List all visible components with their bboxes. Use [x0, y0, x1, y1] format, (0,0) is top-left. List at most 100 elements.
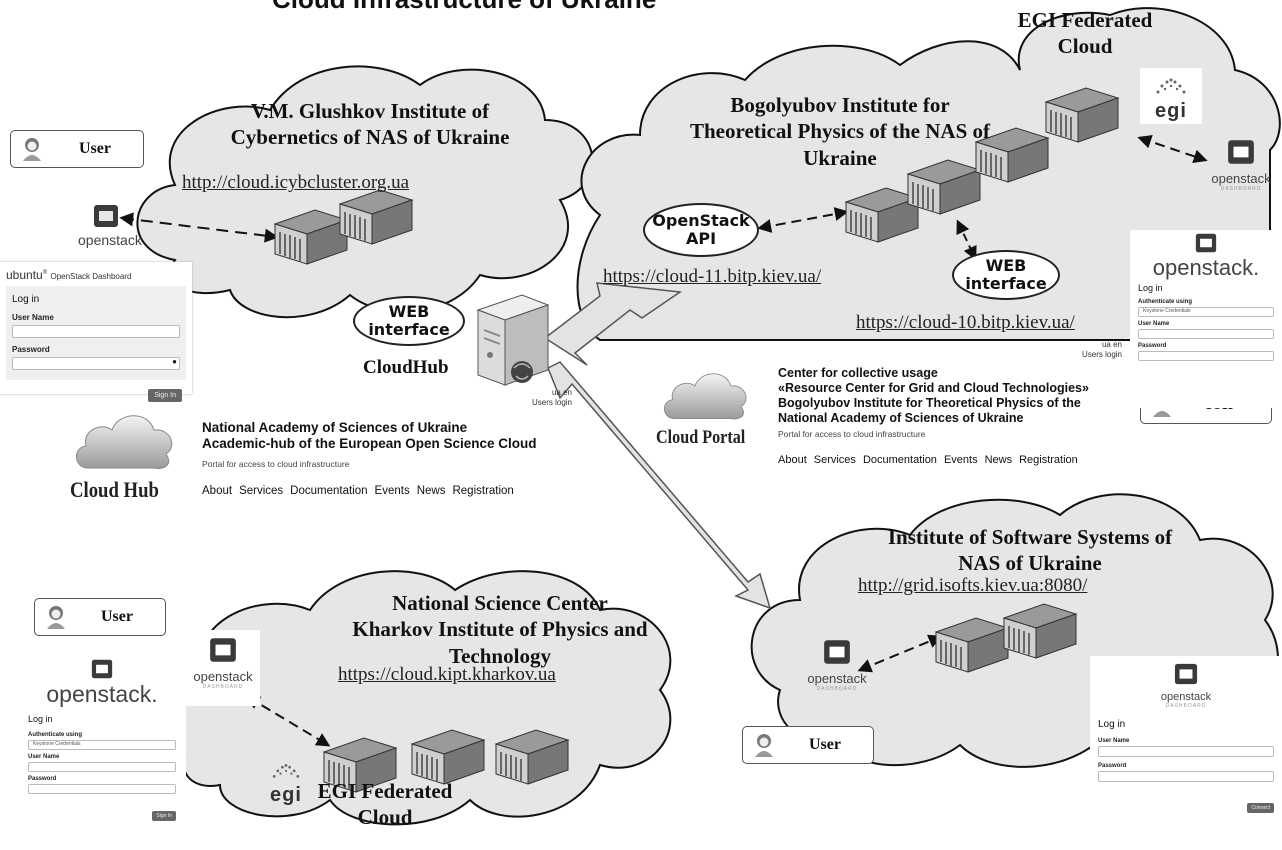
cloud-logo-icon — [664, 373, 747, 420]
openstack-logo-glushkov: openstack — [78, 203, 142, 248]
password-input[interactable] — [28, 784, 176, 794]
ubuntu-brand-suffix: OpenStack Dashboard — [50, 272, 132, 281]
egi-dots-icon — [272, 764, 300, 778]
server-rack-icon — [906, 159, 982, 215]
cloudhub-lang-links[interactable]: ua en Users login — [531, 388, 572, 408]
nav-news[interactable]: News — [416, 485, 446, 497]
openstack-dashboard-caption: DASHBOARD — [202, 684, 244, 690]
username-input[interactable] — [1098, 746, 1274, 757]
username-label: User Name — [28, 754, 60, 760]
username-input[interactable] — [28, 762, 176, 772]
server-rack-icon — [322, 737, 398, 793]
password-input[interactable] — [1138, 351, 1274, 361]
egi-word: egi — [270, 784, 302, 806]
openstack-icon — [91, 659, 113, 679]
cloud-portal-title: Center for collective usage «Resource Ce… — [778, 366, 1089, 425]
server-rack-icon — [410, 729, 486, 785]
auth-select[interactable]: Keystone Credentials — [28, 740, 176, 750]
user-box-glushkov: User — [10, 130, 144, 168]
ubuntu-login-panel: ubuntu® OpenStack Dashboard Log in User … — [0, 262, 192, 402]
user-avatar-icon — [23, 138, 41, 161]
username-input[interactable] — [1138, 329, 1274, 339]
cloudhub-portal-title: National Academy of Sciences of Ukraine … — [202, 420, 537, 452]
dash-arrow-web — [956, 219, 977, 261]
auth-label: Authenticate using — [28, 732, 83, 738]
password-input[interactable] — [1098, 771, 1274, 782]
eye-icon[interactable]: ● — [172, 357, 177, 366]
user-box-isofts: User — [742, 726, 874, 764]
link-kipt[interactable]: https://cloud.kipt.kharkov.ua — [338, 664, 556, 685]
cloud-portal-lang-links[interactable]: ua en Users login — [1081, 340, 1122, 360]
link-bitp-11[interactable]: https://cloud-11.bitp.kiev.ua/ — [603, 266, 822, 287]
openstack-word: openstack — [1211, 171, 1271, 186]
auth-select[interactable]: Keystone Credentials — [1138, 307, 1274, 317]
nav-documentation[interactable]: Documentation — [862, 454, 937, 466]
nav-services[interactable]: Services — [813, 454, 856, 466]
server-rack-icon — [338, 189, 414, 245]
arrow-hub-isofts — [547, 361, 772, 610]
auth-label: Authenticate using — [1138, 299, 1193, 305]
ubuntu-brand-name: ubuntu — [6, 268, 43, 282]
user-label: User — [809, 736, 841, 753]
server-rack-icon — [1002, 603, 1078, 659]
nav-documentation[interactable]: Documentation — [290, 485, 368, 497]
user-avatar-icon — [755, 734, 773, 757]
login-heading: Log in — [28, 714, 53, 724]
connect-button[interactable]: Connect — [1247, 803, 1274, 813]
sign-in-button[interactable]: Sign In — [152, 811, 176, 821]
server-rack-icon — [974, 127, 1050, 183]
nav-registration[interactable]: Registration — [1019, 454, 1078, 466]
password-label: Password — [1138, 343, 1167, 349]
openstack-brand: openstack DASHBOARD — [1090, 662, 1282, 709]
dash-arrow-egi-top — [1137, 134, 1208, 164]
link-isofts[interactable]: http://grid.isofts.kiev.ua:8080/ — [858, 575, 1088, 596]
nav-events[interactable]: Events — [374, 485, 410, 497]
login-heading: Log in — [1098, 719, 1126, 730]
nav-news[interactable]: News — [984, 454, 1013, 466]
nav-services[interactable]: Services — [239, 485, 284, 497]
dash-arrow-isofts — [857, 634, 943, 673]
link-bitp-10[interactable]: https://cloud-10.bitp.kiev.ua/ — [856, 312, 1075, 333]
nav-events[interactable]: Events — [943, 454, 978, 466]
ubuntu-brand: ubuntu® OpenStack Dashboard — [6, 268, 132, 282]
openstack-login-panel-left: openstack. Log in Authenticate using Key… — [18, 656, 186, 821]
sign-in-button[interactable]: Sign In — [148, 389, 182, 402]
login-heading: Log in — [1138, 283, 1163, 293]
cloud-logo-icon — [76, 415, 173, 469]
cloud-title-kipt: National Science Center Kharkov Institut… — [352, 591, 648, 668]
nav-registration[interactable]: Registration — [452, 485, 514, 497]
openstack-logo-egi-top: openstack DASHBOARD — [1206, 138, 1276, 192]
server-rack-icon — [934, 617, 1010, 673]
password-input[interactable]: ● — [12, 357, 180, 370]
openstack-word: openstack — [78, 232, 142, 248]
link-glushkov[interactable]: http://cloud.icybcluster.org.ua — [182, 172, 410, 193]
openstack-brand: openstack. — [1130, 232, 1282, 281]
username-label: User Name — [1098, 738, 1130, 744]
username-input[interactable] — [12, 325, 180, 338]
egi-dots-icon — [1156, 78, 1186, 94]
nav-about[interactable]: About — [778, 454, 807, 466]
openstack-logo-isofts: openstack DASHBOARD — [802, 638, 872, 692]
server-rack-icon — [844, 187, 920, 243]
nav-about[interactable]: About — [202, 485, 233, 497]
cloud-glushkov — [136, 65, 594, 319]
egi-logo-bottom: egi — [256, 760, 316, 806]
openstack-word: openstack — [193, 669, 253, 684]
cloudhub-logo: Cloud Hub — [70, 402, 180, 512]
openstack-icon — [210, 638, 236, 662]
openstack-logo-kipt: openstack DASHBOARD — [186, 630, 260, 706]
user-label: User — [79, 140, 111, 157]
arrow-hub-bitp — [543, 282, 683, 366]
server-group — [273, 87, 1120, 793]
openstack-word: openstack — [807, 671, 867, 686]
user-label: User — [101, 608, 133, 625]
dash-arrow-glushkov — [119, 212, 279, 243]
user-avatar-icon — [47, 606, 65, 629]
cloud-title-egi-bottom: EGI Federated Cloud — [317, 779, 453, 830]
openstack-login-panel-right: openstack. Log in Authenticate using Key… — [1130, 230, 1282, 408]
openstack-icon — [1228, 140, 1254, 164]
cloudhub-nav: About Services Documentation Events News… — [202, 485, 514, 497]
page-title: Cloud Infrastructure of Ukraine — [272, 0, 656, 15]
